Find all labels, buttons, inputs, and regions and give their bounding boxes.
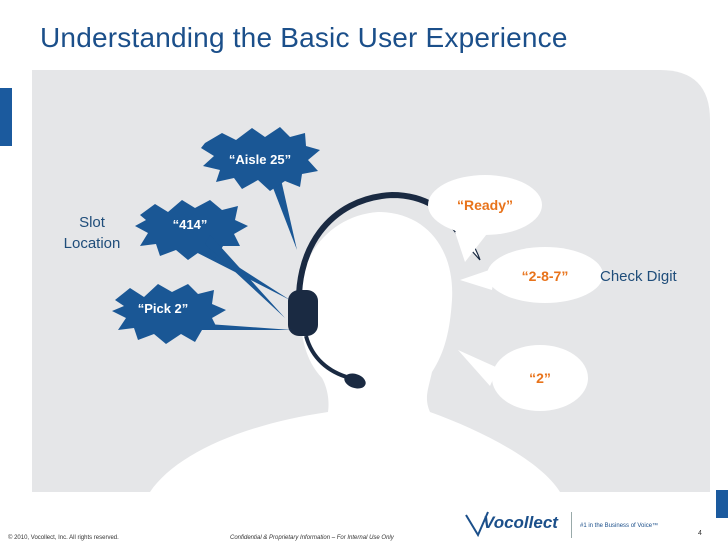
right-accent-bar (716, 490, 728, 518)
check-digit-label: Check Digit (600, 268, 677, 285)
headset-mic-boom (304, 335, 351, 380)
bubble-pick-text: “Pick 2” (138, 301, 189, 316)
page-number: 4 (698, 530, 702, 537)
slide-title: Understanding the Basic User Experience (40, 22, 568, 53)
brand-tagline: #1 in the Business of Voice™ (580, 523, 659, 529)
bubble-aisle-shape (201, 127, 320, 250)
brand-divider (571, 512, 572, 538)
bubble-qty-text: “2” (529, 370, 551, 386)
bubble-slot-text: “414” (173, 217, 208, 232)
footer-copyright: © 2010, Vocollect, Inc. All rights reser… (8, 535, 119, 541)
slot-location-line2: Location (63, 235, 121, 252)
bubble-ready-tail (455, 230, 490, 262)
bubble-pick-shape (112, 284, 292, 344)
bubble-check-text: “2-8-7” (522, 268, 569, 284)
bubble-qty-shape (458, 345, 588, 411)
person-silhouette (150, 212, 560, 492)
bubble-check-shape (460, 247, 603, 303)
headset-earpiece (288, 290, 318, 336)
footer-confidential: Confidential & Proprietary Information –… (230, 535, 394, 541)
brand-wordmark: Vocollect (483, 513, 558, 532)
slot-location-line1: Slot (79, 214, 105, 231)
tail-slot-lower (205, 235, 285, 318)
vocollect-logo-mark (465, 511, 489, 538)
bubble-aisle-text: “Aisle 25” (229, 152, 291, 167)
left-accent-bar (0, 88, 12, 146)
slot-location-label: Slot Location (52, 212, 132, 254)
bubble-ready-text: “Ready” (457, 197, 513, 213)
headset-mic (344, 373, 366, 389)
